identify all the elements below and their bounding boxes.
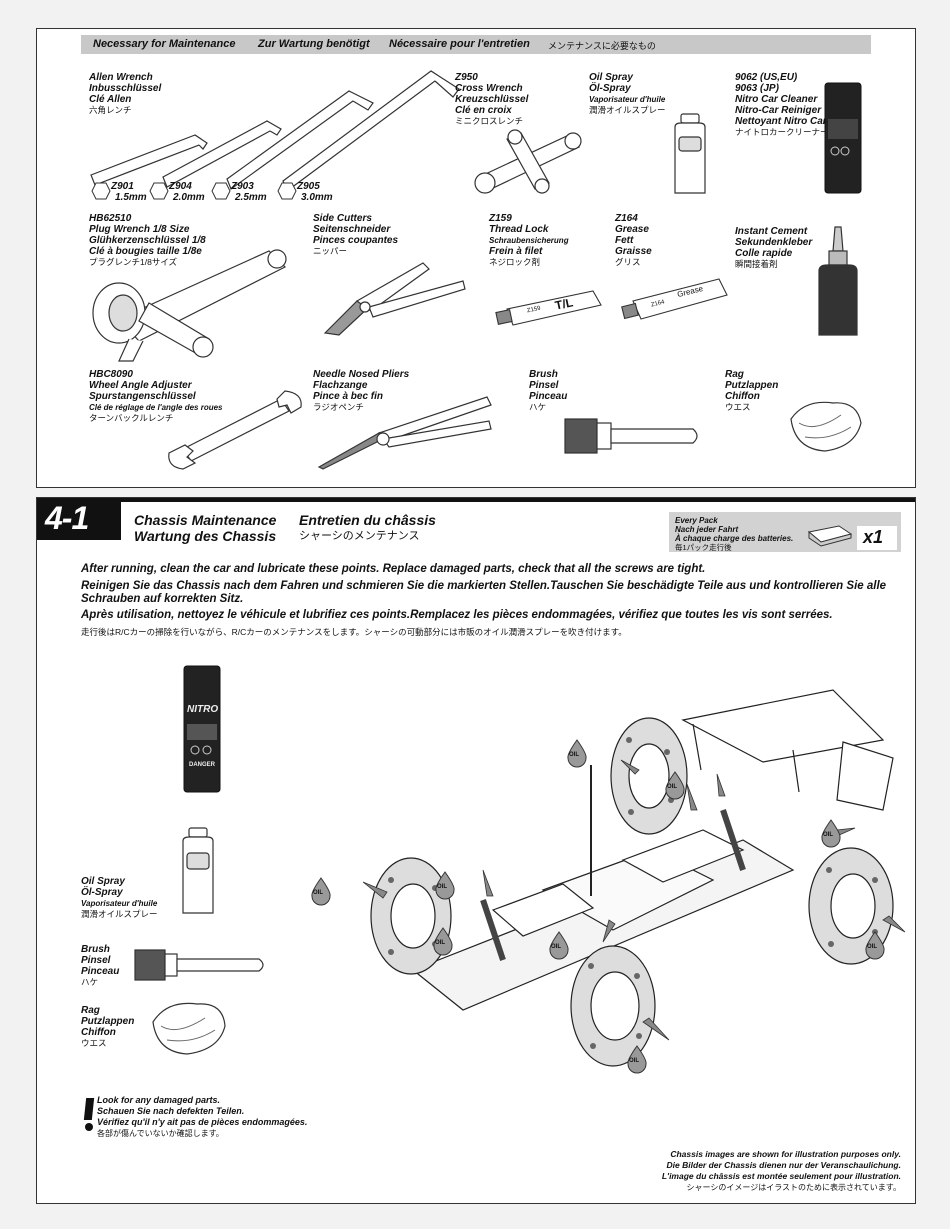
- oil-marker: OIL: [821, 819, 841, 848]
- thread-lock-label: Z159 Thread Lock Schraubensicherung Frei…: [489, 213, 569, 267]
- needle-pliers-icon: [317, 396, 492, 470]
- grease-tube: Z164 Grease: [619, 278, 729, 323]
- battery-icon: [807, 525, 853, 547]
- oil-drop-icon: [665, 771, 685, 800]
- can-warning: DANGER: [189, 762, 216, 768]
- plug-wrench-label: HB62510 Plug Wrench 1/8 Size Glühkerzens…: [89, 213, 206, 267]
- plug-wrench-icon: [92, 249, 287, 362]
- instant-cement-label: Instant Cement Sekundenkleber Colle rapi…: [735, 226, 813, 269]
- allen-wrench-icon: [90, 70, 460, 192]
- oil-marker: OIL: [435, 871, 455, 900]
- oil-drop-icon: [865, 931, 885, 960]
- oil-marker: OIL: [433, 927, 453, 956]
- thread-lock-tube-icon: [495, 290, 602, 326]
- wheel-adjuster-icon: [168, 390, 302, 470]
- hex-icon: [149, 182, 169, 200]
- hex-icon: [277, 182, 297, 200]
- step-title-right: Entretien du châssis シャーシのメンテナンス: [299, 512, 436, 542]
- oil-marker: OIL: [311, 877, 331, 906]
- header-en: Necessary for Maintenance: [93, 38, 236, 50]
- can-brand: NITRO: [187, 704, 219, 715]
- step-badge: 4-1: [37, 500, 121, 540]
- needle-pliers-label: Needle Nosed Pliers Flachzange Pince à b…: [313, 369, 410, 412]
- cross-wrench-icon: [474, 129, 582, 194]
- rag-icon: [152, 1002, 226, 1055]
- oil-marker: OIL: [567, 739, 587, 768]
- instruction-de: Reinigen Sie das Chassis nach dem Fahren…: [81, 580, 887, 605]
- header-fr: Nécessaire pour l'entretien: [389, 38, 530, 50]
- hex-icon: [211, 182, 231, 200]
- warning-text: Look for any damaged parts. Schauen Sie …: [97, 1095, 308, 1138]
- maintenance-panel: Necessary for Maintenance Zur Wartung be…: [36, 28, 916, 488]
- brush-icon: [134, 949, 264, 981]
- oil-drop-icon: [435, 871, 455, 900]
- nitro-cleaner-label: 9062 (US,EU) 9063 (JP) Nitro Car Cleaner…: [735, 72, 829, 137]
- thread-lock-tube: Z159 T/L: [493, 290, 603, 327]
- cross-wrench-label: Z950 Cross Wrench Kreuzschlüssel Clé en …: [455, 72, 529, 126]
- step-title-left: Chassis Maintenance Wartung des Chassis: [134, 512, 277, 544]
- oil-marker: OIL: [627, 1045, 647, 1074]
- pack-qty: x1: [857, 526, 897, 550]
- left-oil-label: Oil Spray Öl-Spray Vaporisateur d'huile …: [81, 876, 158, 919]
- nitro-cleaner-can-icon: [824, 82, 862, 194]
- rag-label: Rag Putzlappen Chiffon ウエス: [725, 369, 779, 412]
- nitro-cleaner-can-icon: [183, 665, 221, 793]
- instruction-fr: Après utilisation, nettoyez le véhicule …: [81, 609, 833, 621]
- oil-marker: OIL: [865, 931, 885, 960]
- header-jp: メンテナンスに必要なもの: [548, 41, 656, 51]
- oil-spray-can-icon: [182, 827, 214, 914]
- hex-icon: [91, 182, 111, 200]
- step-panel: 4-1 Chassis Maintenance Wartung des Chas…: [36, 497, 916, 1204]
- grease-tube-icon: [621, 278, 728, 320]
- wheel-adjuster-label: HBC8090 Wheel Angle Adjuster Spurstangen…: [89, 369, 223, 423]
- side-cutters-icon: [323, 262, 466, 336]
- grease-label: Z164 Grease Fett Graisse グリス: [615, 213, 652, 267]
- oil-marker: OIL: [549, 931, 569, 960]
- header-de: Zur Wartung benötigt: [258, 38, 370, 50]
- oil-spray-can-icon: [674, 113, 706, 194]
- maintenance-header: Necessary for Maintenance Zur Wartung be…: [81, 35, 871, 54]
- step-number: 4-1: [45, 500, 89, 536]
- instant-cement-bottle-icon: [818, 226, 858, 336]
- pack-frequency: Every Pack Nach jeder Fahrt À chaque cha…: [675, 516, 794, 552]
- nitro-cleaner-can: NITRO DANGER: [183, 664, 221, 794]
- oil-drop-icon: [311, 877, 331, 906]
- oil-spray-label: Oil Spray Öl-Spray Vaporisateur d'huile …: [589, 72, 666, 115]
- oil-drop-icon: [433, 927, 453, 956]
- allen-wrench-label: Allen Wrench Inbusschlüssel Clé Allen 六角…: [89, 72, 162, 115]
- buggy-chassis-illustration: [362, 689, 906, 1067]
- left-brush-label: Brush Pinsel Pinceau ハケ: [81, 944, 120, 987]
- brush-label: Brush Pinsel Pinceau ハケ: [529, 369, 568, 412]
- illustration-disclaimer: Chassis images are shown for illustratio…: [661, 1149, 901, 1192]
- oil-marker: OIL: [665, 771, 685, 800]
- oil-drop-icon: [567, 739, 587, 768]
- brush-icon: [564, 418, 698, 454]
- warning-icon: [83, 1098, 95, 1132]
- oil-drop-icon: [627, 1045, 647, 1074]
- oil-drop-icon: [549, 931, 569, 960]
- left-rag-label: Rag Putzlappen Chiffon ウエス: [81, 1005, 135, 1048]
- rag-icon: [790, 401, 862, 452]
- pack-box: Every Pack Nach jeder Fahrt À chaque cha…: [669, 512, 901, 552]
- instruction-jp: 走行後はR/Cカーの掃除を行いながら、R/Cカーのメンテナンスをします。シャーシ…: [81, 627, 627, 637]
- oil-drop-icon: [821, 819, 841, 848]
- instruction-en: After running, clean the car and lubrica…: [81, 563, 706, 575]
- side-cutters-label: Side Cutters Seitenschneider Pinces coup…: [313, 213, 399, 256]
- step-rule: [37, 498, 915, 502]
